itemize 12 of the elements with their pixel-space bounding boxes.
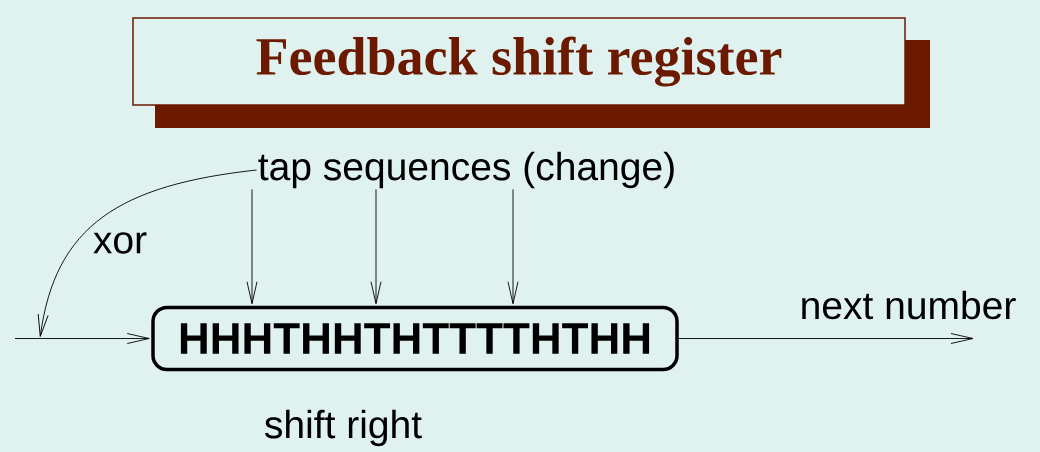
- arrow: [507, 188, 519, 305]
- arrow: [37, 169, 258, 337]
- arrow: [370, 188, 382, 305]
- tap-label: tap sequences (change): [258, 151, 674, 189]
- arrow: [678, 333, 974, 344]
- arrow: [246, 188, 258, 305]
- title-box: Feedback shift register: [132, 17, 906, 106]
- arrow: [14, 333, 150, 344]
- caption-label: shift right: [264, 409, 422, 447]
- edge-label: next number: [802, 290, 1016, 320]
- edge-label: xor: [93, 232, 147, 254]
- register-box: HHHTHHTHTTTTHTHH: [151, 305, 679, 372]
